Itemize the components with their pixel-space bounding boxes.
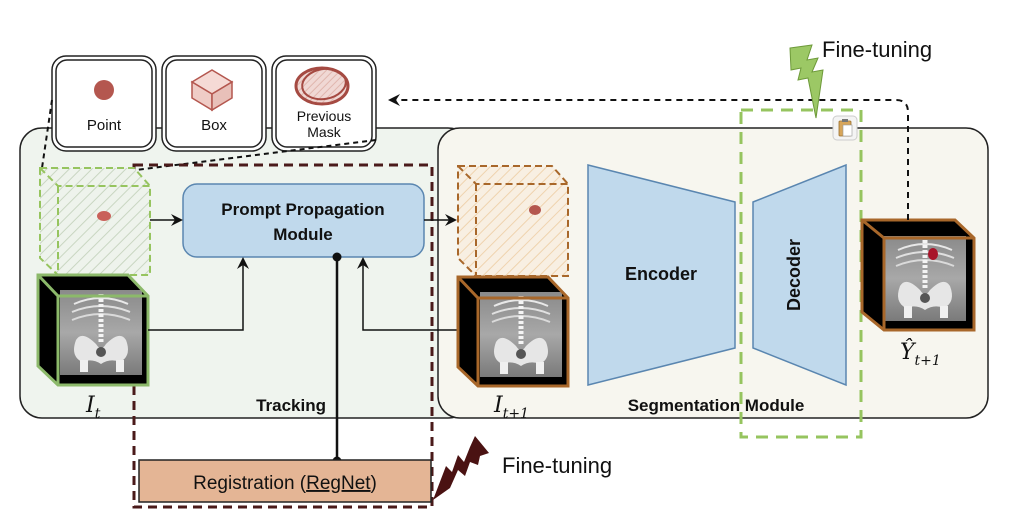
prompt-mask-label-2: Mask <box>307 124 341 140</box>
segmentation-mask-icon <box>928 248 938 260</box>
arrow-image-t1-to-ppm <box>357 257 458 331</box>
segmentation-label: Segmentation Module <box>628 396 805 415</box>
ct-volume-t1 <box>456 275 570 388</box>
encoder-label: Encoder <box>625 264 697 284</box>
registration-frame <box>132 163 434 509</box>
prompt-point-label: Point <box>87 117 122 134</box>
prompt-card-previous-mask: Previous Mask <box>271 55 377 152</box>
prompt-scribble-icon <box>97 211 111 221</box>
prompt-link-right <box>135 139 377 171</box>
prompt-volume-t1 <box>457 165 569 277</box>
input-label-t1: It+1 <box>493 393 529 422</box>
ppm-label-line1: Prompt Propagation <box>221 200 384 219</box>
decoder-block: Decoder <box>752 163 847 387</box>
propagated-prompt-icon <box>529 205 541 215</box>
finetune-registration-label: Fine-tuning <box>502 453 612 478</box>
prompt-propagation-module: Prompt Propagation Module <box>182 183 425 258</box>
prompt-card-box: Box <box>161 55 267 152</box>
box-icon <box>190 69 234 112</box>
lightning-bolt-darkred-icon <box>433 436 489 500</box>
ct-volume-output <box>860 218 976 332</box>
arrow-image-t-to-ppm <box>148 257 249 331</box>
prompt-volume-t <box>39 167 151 276</box>
input-label-t: It <box>85 393 101 422</box>
connector-dot-top <box>332 252 342 262</box>
mask-scribble-icon <box>294 66 350 106</box>
prompt-box-label: Box <box>201 117 227 134</box>
registration-label: Registration (RegNet) <box>193 473 377 494</box>
ppm-label-line2: Module <box>273 225 333 244</box>
tracking-label: Tracking <box>256 396 326 415</box>
prompt-card-point: Point <box>51 55 157 152</box>
registration-box: Registration (RegNet) <box>138 459 432 503</box>
prompt-link-left <box>41 99 53 169</box>
decoder-label: Decoder <box>784 239 804 311</box>
finetune-decoder-label: Fine-tuning <box>822 37 932 62</box>
clipboard-icon <box>832 115 858 141</box>
encoder-block: Encoder <box>587 164 736 386</box>
prompt-mask-label-1: Previous <box>297 108 351 124</box>
ct-volume-t <box>36 273 150 387</box>
lightning-bolt-green-icon <box>789 44 824 119</box>
point-icon <box>94 80 114 100</box>
output-label: Ŷt+1 <box>900 338 941 369</box>
